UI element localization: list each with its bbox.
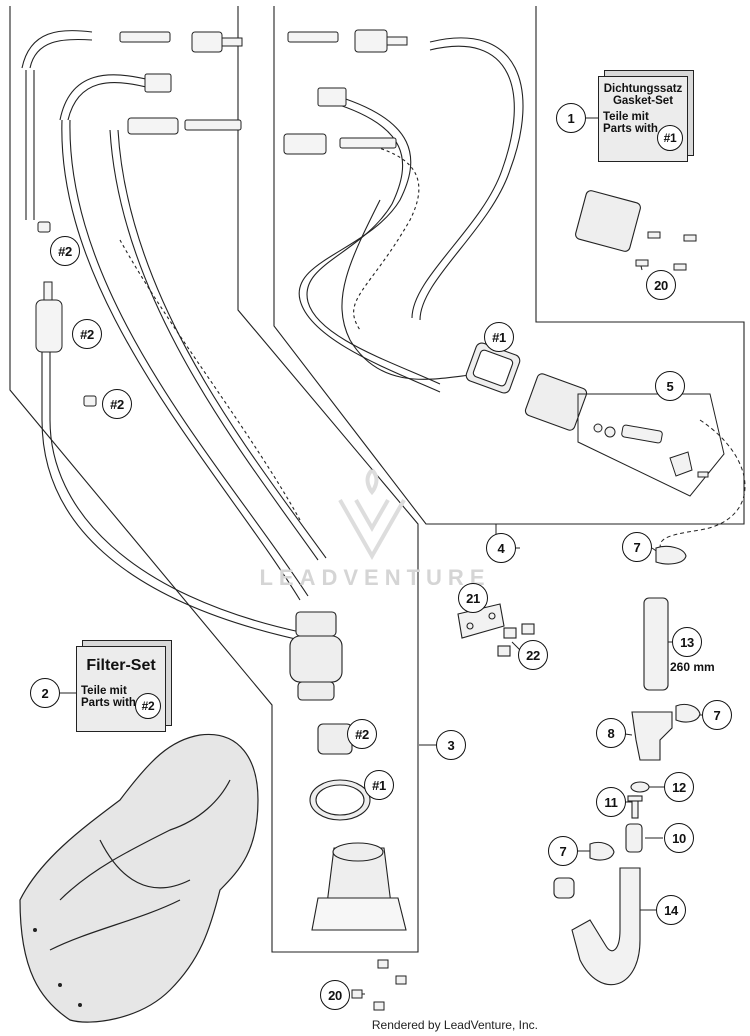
- callout-hash1-bottom: #1: [364, 770, 394, 800]
- callout-20-top: 20: [646, 270, 676, 300]
- callout-4: 4: [486, 533, 516, 563]
- fuel-tank-shape: [19, 733, 259, 1023]
- callout-10: 10: [664, 823, 694, 853]
- gasket-set-badge: #1: [657, 125, 683, 151]
- hose-length-label: 260 mm: [670, 660, 715, 674]
- callout-12: 12: [664, 772, 694, 802]
- footer-credit: Rendered by LeadVenture, Inc.: [371, 1018, 538, 1032]
- filter-set-parts-en: Parts with: [81, 697, 136, 709]
- boundary-left: [9, 6, 419, 953]
- callout-1: 1: [556, 103, 586, 133]
- callout-7-mid: 7: [702, 700, 732, 730]
- callout-14: 14: [656, 895, 686, 925]
- filter-set-title: Filter-Set: [86, 657, 156, 674]
- callout-20-bottom: 20: [320, 980, 350, 1010]
- watermark-logo: [338, 468, 406, 561]
- callout-hash1-top: #1: [484, 322, 514, 352]
- callout-2: 2: [30, 678, 60, 708]
- callout-13: 13: [672, 627, 702, 657]
- callout-3: 3: [436, 730, 466, 760]
- filter-set-box: Filter-Set Teile mit Parts with #2: [76, 646, 166, 732]
- watermark-text: LEADVENTURE: [259, 565, 491, 590]
- callout-hash2-b: #2: [72, 319, 102, 349]
- callout-7-top: 7: [622, 532, 652, 562]
- callout-7-low: 7: [548, 836, 578, 866]
- filter-set-badge: #2: [135, 693, 161, 719]
- filter-set-parts-de: Teile mit: [81, 685, 127, 697]
- callout-22: 22: [518, 640, 548, 670]
- callout-11: 11: [596, 787, 626, 817]
- callout-21: 21: [458, 583, 488, 613]
- callout-hash2-a: #2: [50, 236, 80, 266]
- kit-5-frame: [577, 393, 725, 497]
- gasket-set-box: Dichtungssatz Gasket-Set Teile mit Parts…: [598, 76, 688, 162]
- gasket-set-parts-de: Teile mit: [603, 111, 649, 123]
- callout-8: 8: [596, 718, 626, 748]
- callout-hash2-d: #2: [347, 719, 377, 749]
- gasket-set-parts-en: Parts with: [603, 123, 658, 135]
- boundary-right: [273, 6, 745, 525]
- callout-5: 5: [655, 371, 685, 401]
- callout-hash2-c: #2: [102, 389, 132, 419]
- gasket-set-title-de: Dichtungssatz: [603, 83, 683, 95]
- gasket-set-title-en: Gasket-Set: [612, 95, 674, 107]
